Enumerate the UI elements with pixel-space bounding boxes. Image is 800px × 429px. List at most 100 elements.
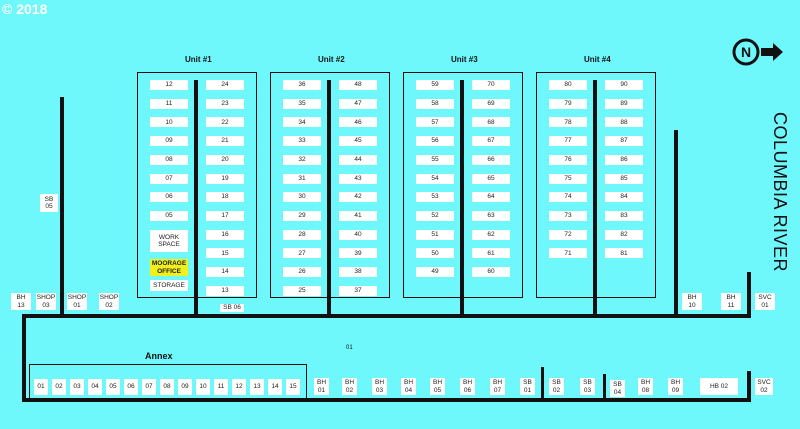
slip-34[interactable]: 34 bbox=[283, 117, 321, 128]
slip-85[interactable]: 85 bbox=[605, 173, 643, 184]
slip-57[interactable]: 57 bbox=[416, 117, 454, 128]
slip-82[interactable]: 82 bbox=[605, 229, 643, 240]
annex-slip-06[interactable]: 06 bbox=[124, 379, 138, 395]
slip-24[interactable]: 24 bbox=[206, 80, 244, 90]
slip-68[interactable]: 68 bbox=[472, 117, 510, 128]
storage-slip[interactable]: STORAGE bbox=[150, 280, 188, 291]
upper-slip-shop-02[interactable]: SHOP 02 bbox=[99, 293, 119, 310]
annex-slip-01[interactable]: 01 bbox=[34, 379, 48, 395]
lower-slip-hb-02[interactable]: HB 02 bbox=[700, 378, 738, 395]
slip-08[interactable]: 08 bbox=[150, 154, 188, 165]
slip-72[interactable]: 72 bbox=[549, 229, 587, 240]
annex-slip-11[interactable]: 11 bbox=[214, 379, 228, 395]
slip-14[interactable]: 14 bbox=[206, 267, 244, 277]
slip-44[interactable]: 44 bbox=[339, 154, 377, 165]
slip-63[interactable]: 63 bbox=[472, 210, 510, 221]
slip-75[interactable]: 75 bbox=[549, 173, 587, 184]
annex-slip-09[interactable]: 09 bbox=[178, 379, 192, 395]
annex-slip-02[interactable]: 02 bbox=[52, 379, 66, 395]
lower-slip-bh-03[interactable]: BH 03 bbox=[372, 378, 387, 395]
slip-67[interactable]: 67 bbox=[472, 136, 510, 147]
slip-17[interactable]: 17 bbox=[206, 210, 244, 221]
slip-22[interactable]: 22 bbox=[206, 117, 244, 128]
slip-70[interactable]: 70 bbox=[472, 80, 510, 90]
lower-slip-sb-03[interactable]: SB 03 bbox=[580, 378, 595, 395]
slip-56[interactable]: 56 bbox=[416, 136, 454, 147]
slip-sb-05[interactable]: SB 05 bbox=[40, 194, 58, 212]
slip-61[interactable]: 61 bbox=[472, 248, 510, 259]
slip-21[interactable]: 21 bbox=[206, 136, 244, 147]
slip-09[interactable]: 09 bbox=[150, 136, 188, 147]
upper-slip-bh-13[interactable]: BH 13 bbox=[11, 293, 31, 310]
slip-50[interactable]: 50 bbox=[416, 248, 454, 259]
slip-55[interactable]: 55 bbox=[416, 154, 454, 165]
slip-39[interactable]: 39 bbox=[339, 248, 377, 259]
slip-62[interactable]: 62 bbox=[472, 229, 510, 240]
slip-66[interactable]: 66 bbox=[472, 154, 510, 165]
slip-89[interactable]: 89 bbox=[605, 98, 643, 109]
slip-19[interactable]: 19 bbox=[206, 173, 244, 184]
lower-slip-sb-01[interactable]: SB 01 bbox=[520, 378, 535, 395]
slip-38[interactable]: 38 bbox=[339, 267, 377, 277]
slip-73[interactable]: 73 bbox=[549, 210, 587, 221]
annex-slip-03[interactable]: 03 bbox=[70, 379, 84, 395]
slip-25[interactable]: 25 bbox=[283, 285, 321, 296]
annex-slip-08[interactable]: 08 bbox=[160, 379, 174, 395]
slip-53[interactable]: 53 bbox=[416, 192, 454, 203]
slip-58[interactable]: 58 bbox=[416, 98, 454, 109]
lower-slip-sb-04[interactable]: SB 04 bbox=[610, 380, 625, 397]
slip-05[interactable]: 05 bbox=[150, 210, 188, 221]
slip-59[interactable]: 59 bbox=[416, 80, 454, 90]
upper-slip-bh-11[interactable]: BH 11 bbox=[721, 293, 741, 310]
slip-06[interactable]: 06 bbox=[150, 192, 188, 203]
slip-15[interactable]: 15 bbox=[206, 248, 244, 259]
slip-84[interactable]: 84 bbox=[605, 192, 643, 203]
annex-slip-04[interactable]: 04 bbox=[88, 379, 102, 395]
annex-slip-05[interactable]: 05 bbox=[106, 379, 120, 395]
lower-slip-sb-02[interactable]: SB 02 bbox=[549, 378, 564, 395]
slip-42[interactable]: 42 bbox=[339, 192, 377, 203]
slip-47[interactable]: 47 bbox=[339, 98, 377, 109]
slip-36[interactable]: 36 bbox=[283, 80, 321, 90]
slip-81[interactable]: 81 bbox=[605, 248, 643, 259]
slip-12[interactable]: 12 bbox=[150, 80, 188, 90]
slip-29[interactable]: 29 bbox=[283, 210, 321, 221]
slip-78[interactable]: 78 bbox=[549, 117, 587, 128]
slip-23[interactable]: 23 bbox=[206, 98, 244, 109]
slip-35[interactable]: 35 bbox=[283, 98, 321, 109]
slip-83[interactable]: 83 bbox=[605, 210, 643, 221]
upper-slip-shop-01[interactable]: SHOP 01 bbox=[67, 293, 87, 310]
slip-10[interactable]: 10 bbox=[150, 117, 188, 128]
slip-13[interactable]: 13 bbox=[206, 285, 244, 296]
slip-49[interactable]: 49 bbox=[416, 267, 454, 277]
slip-37[interactable]: 37 bbox=[339, 285, 377, 296]
upper-slip-svc-01[interactable]: SVC 01 bbox=[755, 293, 775, 310]
slip-88[interactable]: 88 bbox=[605, 117, 643, 128]
slip-79[interactable]: 79 bbox=[549, 98, 587, 109]
slip-48[interactable]: 48 bbox=[339, 80, 377, 90]
slip-90[interactable]: 90 bbox=[605, 80, 643, 90]
slip-87[interactable]: 87 bbox=[605, 136, 643, 147]
slip-20[interactable]: 20 bbox=[206, 154, 244, 165]
slip-76[interactable]: 76 bbox=[549, 154, 587, 165]
slip-27[interactable]: 27 bbox=[283, 248, 321, 259]
annex-slip-12[interactable]: 12 bbox=[232, 379, 246, 395]
slip-33[interactable]: 33 bbox=[283, 136, 321, 147]
lower-slip-bh-06[interactable]: BH 06 bbox=[460, 378, 475, 395]
upper-slip-sb-06[interactable]: SB 06 bbox=[220, 304, 244, 312]
slip-32[interactable]: 32 bbox=[283, 154, 321, 165]
annex-slip-15[interactable]: 15 bbox=[286, 379, 300, 395]
moorage-office-slip[interactable]: MOORAGE OFFICE bbox=[150, 259, 188, 276]
slip-54[interactable]: 54 bbox=[416, 173, 454, 184]
annex-slip-14[interactable]: 14 bbox=[268, 379, 282, 395]
slip-60[interactable]: 60 bbox=[472, 267, 510, 277]
slip-64[interactable]: 64 bbox=[472, 192, 510, 203]
lower-slip-bh-02[interactable]: BH 02 bbox=[342, 378, 357, 395]
slip-18[interactable]: 18 bbox=[206, 192, 244, 203]
lower-slip-bh-09[interactable]: BH 09 bbox=[668, 378, 683, 395]
slip-45[interactable]: 45 bbox=[339, 136, 377, 147]
slip-86[interactable]: 86 bbox=[605, 154, 643, 165]
lower-slip-bh-04[interactable]: BH 04 bbox=[401, 378, 416, 395]
slip-41[interactable]: 41 bbox=[339, 210, 377, 221]
slip-07[interactable]: 07 bbox=[150, 173, 188, 184]
